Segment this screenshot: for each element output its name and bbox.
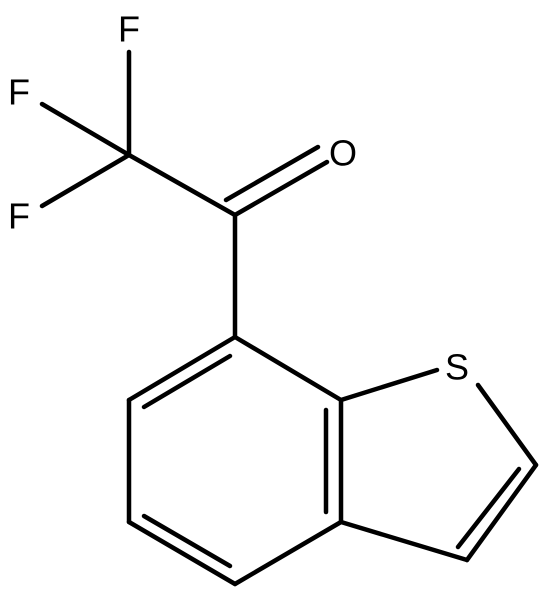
atom-label-f-bottom: F [8,196,30,237]
bond-co-1 [232,159,330,218]
bond-c4-c3a [232,519,344,587]
bond-c7-c6 [126,334,238,403]
atom-label-s: S [445,347,469,388]
bond-c5-c4-inner [141,513,233,569]
atom-label-f-top: F [118,9,140,50]
bond-c2-c3 [464,462,539,563]
bond-c2-c3-inner [455,466,522,550]
bond-s-c2 [475,382,539,468]
atom-label-f-left: F [8,72,30,113]
bond-c3-c3a [338,519,470,563]
bond-co-2 [223,144,321,203]
bond-c5-c4 [126,519,238,587]
bond-cf3-carbonyl [126,152,238,218]
bond-c6-c6-inner [141,353,233,410]
bond-c7a-s [338,367,440,403]
bond-cf3-f-left [39,101,132,158]
bond-c7a-c7 [232,334,344,403]
atom-label-o: O [329,133,357,174]
bond-cf3-f-bottom [39,152,132,209]
